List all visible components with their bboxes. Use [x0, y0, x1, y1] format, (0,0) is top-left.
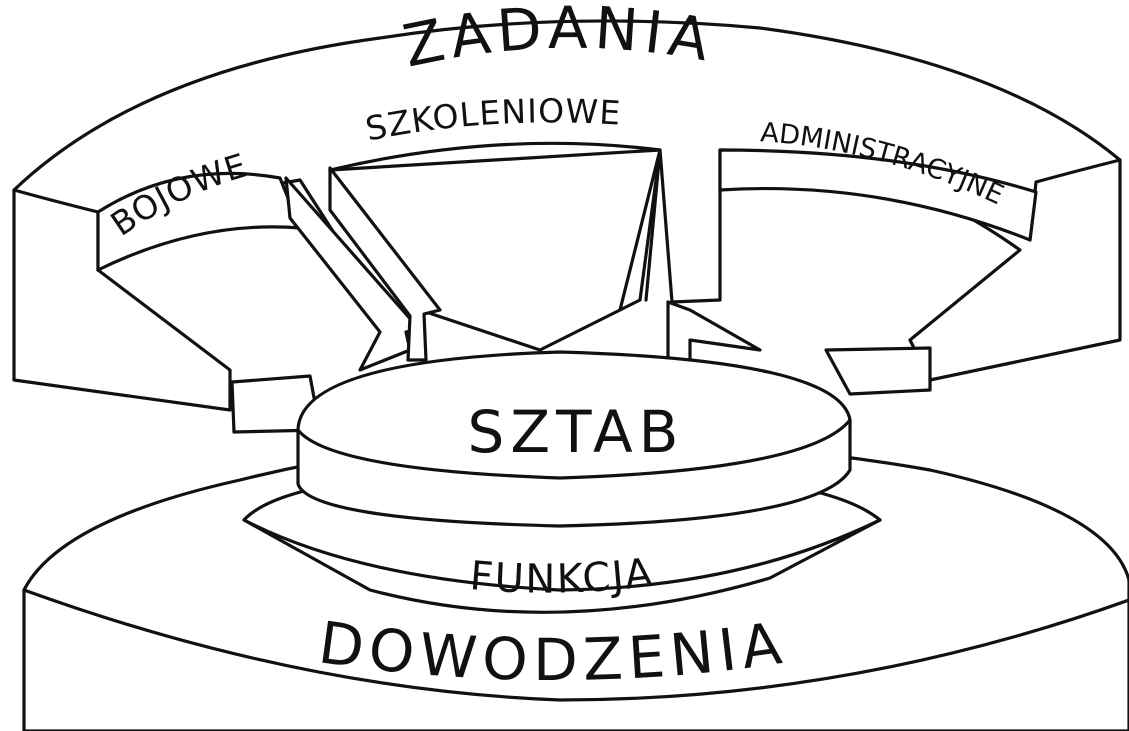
sztab-drum: [296, 350, 852, 528]
arrow-administracyjne: [666, 300, 762, 362]
arrow-szkoleniowe: [328, 166, 442, 362]
tasks-band: [12, 19, 1122, 412]
staff-label: SZTAB: [468, 398, 685, 466]
function-label: FUNKCJA: [468, 550, 656, 603]
arrows: [284, 148, 762, 372]
right-tab: [824, 346, 932, 396]
